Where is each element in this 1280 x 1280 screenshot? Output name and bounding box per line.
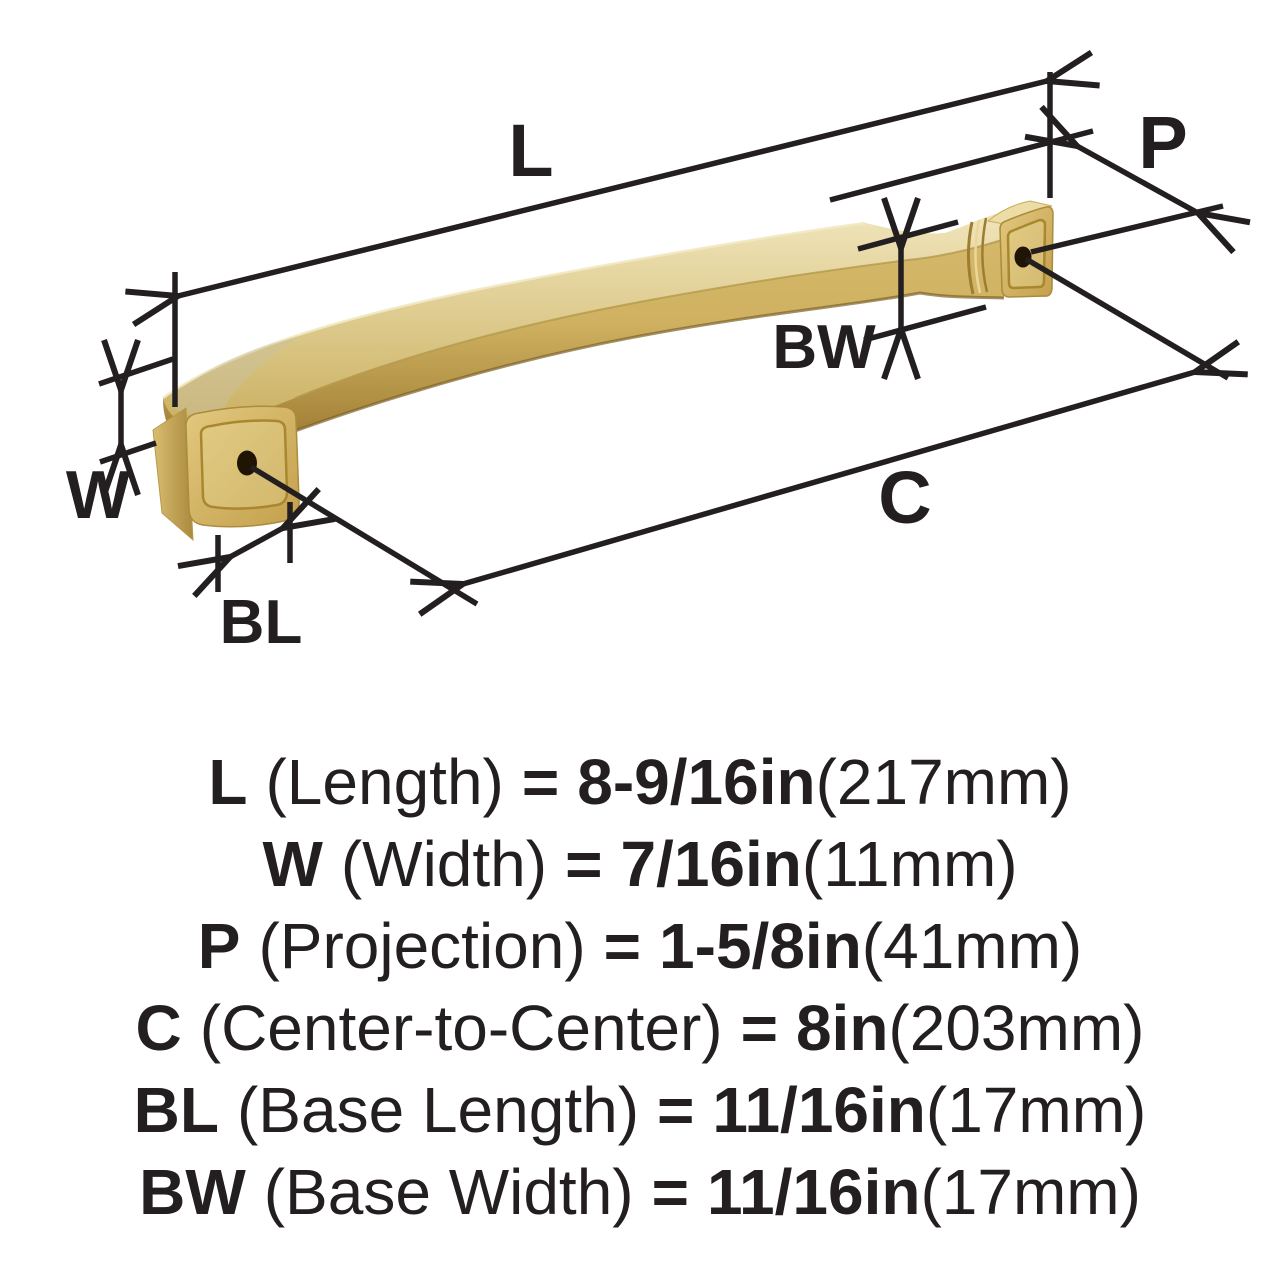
dimension-arrow [1077,146,1198,213]
label-BW: BW [772,313,876,382]
label-W: W [66,457,131,533]
handle-sheen [170,336,300,417]
label-P: P [1138,101,1187,184]
extension-line [863,304,987,343]
dimension-base-length [218,502,290,592]
dimension-arrow [463,372,1195,584]
dimension-arrow [230,528,283,557]
label-BL: BL [220,588,303,657]
extension-line [98,356,174,387]
label-C: C [878,456,931,539]
dimension-arrow [178,81,1047,296]
dimension-projection [829,128,1223,255]
label-L: L [508,109,553,192]
extension-line [829,128,1094,203]
right-screw-hole [1014,246,1032,268]
leader-line [249,464,479,607]
leader-line [1024,256,1230,381]
dimension-base-width [857,222,987,343]
dimension-width [98,356,174,462]
